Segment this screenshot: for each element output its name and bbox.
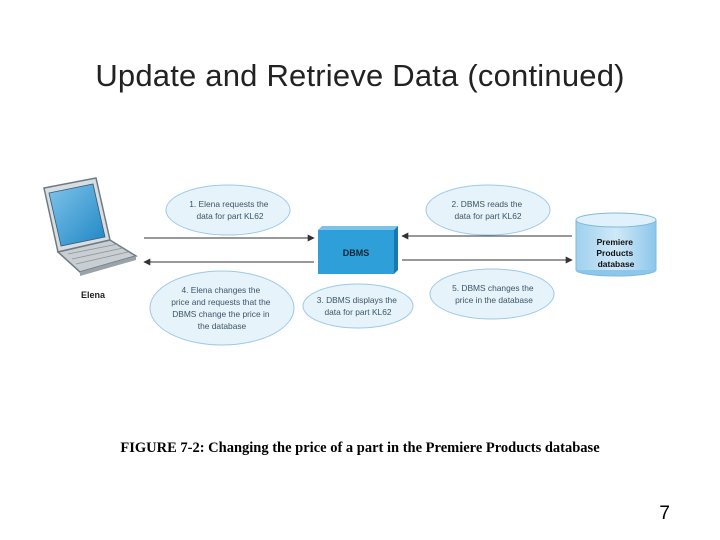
step-3-line-1: 3. DBMS displays the [317, 295, 397, 305]
step-4-line-1: 4. Elena changes the [181, 285, 260, 295]
step-text-1: 1. Elena requests the data for part KL62 [189, 199, 270, 221]
database-icon: Premiere Products database [575, 212, 657, 277]
database-label-line-2: Products [596, 248, 633, 258]
step-4-line-2: price and requests that the [171, 297, 271, 307]
step-2-line-1: 2. DBMS reads the [451, 199, 522, 209]
step-text-3: 3. DBMS displays the data for part KL62 [317, 295, 399, 317]
slide-title: Update and Retrieve Data (continued) [95, 58, 625, 93]
step-bubble-3: 3. DBMS displays the data for part KL62 [302, 283, 414, 329]
step-4-line-3: DBMS change the price in [172, 309, 270, 319]
step-bubble-2: 2. DBMS reads the data for part KL62 [425, 184, 551, 236]
page-number: 7 [659, 503, 670, 524]
step-1-line-1: 1. Elena requests the [189, 199, 268, 209]
step-3-line-2: data for part KL62 [324, 307, 391, 317]
step-bubble-5: 5. DBMS changes the price in the databas… [429, 268, 555, 320]
step-bubble-1: 1. Elena requests the data for part KL62 [165, 184, 291, 236]
figure-caption: FIGURE 7-2: Changing the price of a part… [120, 440, 600, 456]
laptop-icon [43, 177, 138, 276]
user-label: Elena [81, 290, 106, 300]
database-label: Premiere Products database [596, 237, 635, 269]
step-5-line-2: price in the database [455, 295, 533, 305]
step-text-5: 5. DBMS changes the price in the databas… [452, 283, 536, 305]
step-5-line-1: 5. DBMS changes the [452, 283, 534, 293]
dbms-box: DBMS [318, 226, 398, 274]
step-text-4: 4. Elena changes the price and requests … [171, 285, 273, 331]
step-1-line-2: data for part KL62 [196, 211, 263, 221]
step-text-2: 2. DBMS reads the data for part KL62 [451, 199, 524, 221]
step-4-line-4: the database [198, 321, 247, 331]
database-label-line-1: Premiere [597, 237, 634, 247]
step-bubble-4: 4. Elena changes the price and requests … [149, 270, 295, 346]
dbms-label: DBMS [343, 248, 370, 258]
database-label-line-3: database [598, 259, 635, 269]
step-2-line-2: data for part KL62 [454, 211, 521, 221]
